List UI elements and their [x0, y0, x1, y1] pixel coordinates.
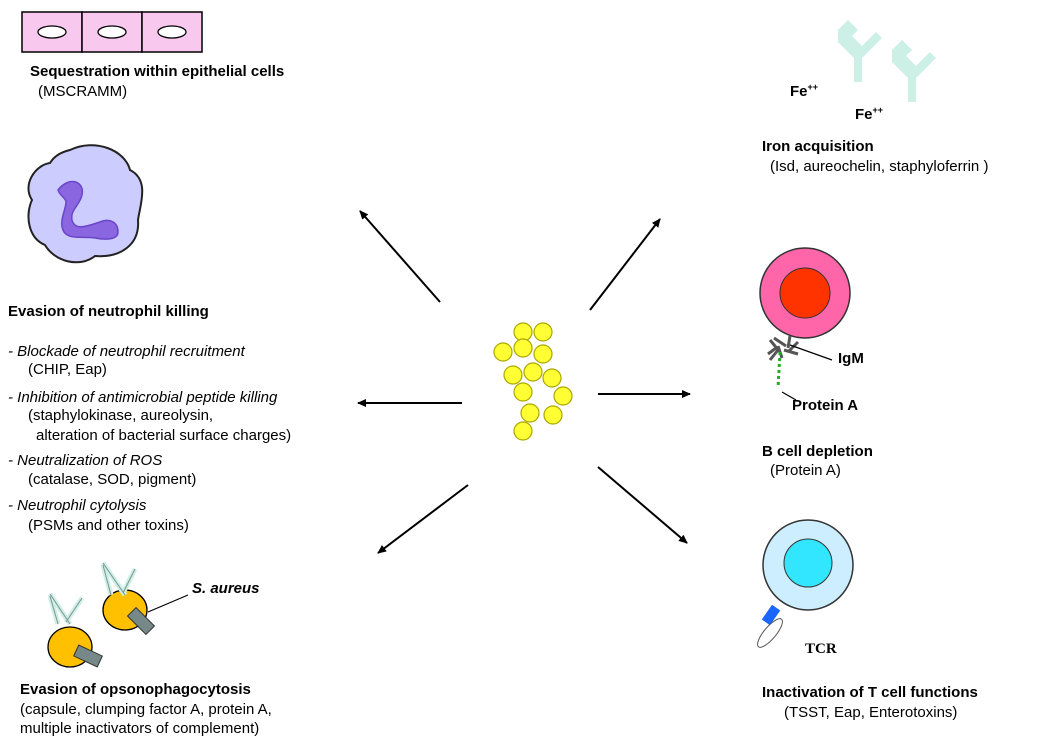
tcell-detail: (TSST, Eap, Enterotoxins) [784, 704, 958, 721]
iron-detail: (Isd, aureochelin, staphyloferrin ) [770, 158, 989, 175]
fe-charge-1: ++ [807, 82, 819, 92]
neutrophil-title: Evasion of neutrophil killing [8, 303, 209, 320]
arrow-to-tcell [597, 466, 688, 544]
tcell-title: Inactivation of T cell functions [762, 684, 978, 701]
neutrophil-mechanism-2: - Inhibition of antimicrobial peptide ki… [8, 389, 278, 406]
neutrophil-illustration [27, 144, 144, 264]
neutrophil-detail-3: (catalase, SOD, pigment) [28, 471, 197, 488]
arrow-to-neutrophil [359, 210, 441, 303]
neutrophil-detail-4: (PSMs and other toxins) [28, 517, 189, 534]
opsonization-illustration [47, 561, 189, 668]
epithelial-title: Sequestration within epithelial cells [30, 63, 285, 80]
arrows [357, 210, 691, 554]
neutrophil-detail-1: (CHIP, Eap) [28, 361, 107, 378]
neutrophil-detail-2b: alteration of bacterial surface charges) [36, 427, 292, 444]
fe-label-2: Fe++ [855, 105, 884, 123]
fe-label-1: Fe++ [790, 82, 819, 100]
epithelial-detail: (MSCRAMM) [38, 83, 128, 100]
staph-aureus-cluster [493, 322, 573, 441]
fe-charge-2: ++ [872, 105, 884, 115]
t-cell-illustration [757, 519, 854, 648]
neutrophil-mechanism-3: - Neutralization of ROS [8, 452, 163, 469]
arrow-to-opsono [377, 484, 469, 554]
bcell-detail: (Protein A) [770, 462, 841, 479]
tcr-label: TCR [805, 641, 837, 657]
siderophore-shapes [838, 20, 936, 102]
opsono-title: Evasion of opsonophagocytosis [20, 681, 251, 698]
protein-a-label: Protein A [792, 397, 859, 414]
neutrophil-mechanism-1: - Blockade of neutrophil recruitment [8, 343, 245, 360]
opsono-detail-2: multiple inactivators of complement) [20, 720, 260, 737]
epithelial-cells-illustration [21, 11, 203, 53]
neutrophil-mechanism-4: - Neutrophil cytolysis [8, 497, 147, 514]
bcell-title: B cell depletion [762, 443, 873, 460]
iron-title: Iron acquisition [762, 138, 874, 155]
opsono-detail-1: (capsule, clumping factor A, protein A, [20, 701, 272, 718]
neutrophil-detail-2a: (staphylokinase, aureolysin, [28, 407, 214, 424]
arrow-to-iron [589, 218, 661, 311]
b-cell-illustration [759, 247, 851, 401]
igm-label: IgM [838, 350, 864, 367]
staph-label: S. aureus [192, 580, 260, 597]
